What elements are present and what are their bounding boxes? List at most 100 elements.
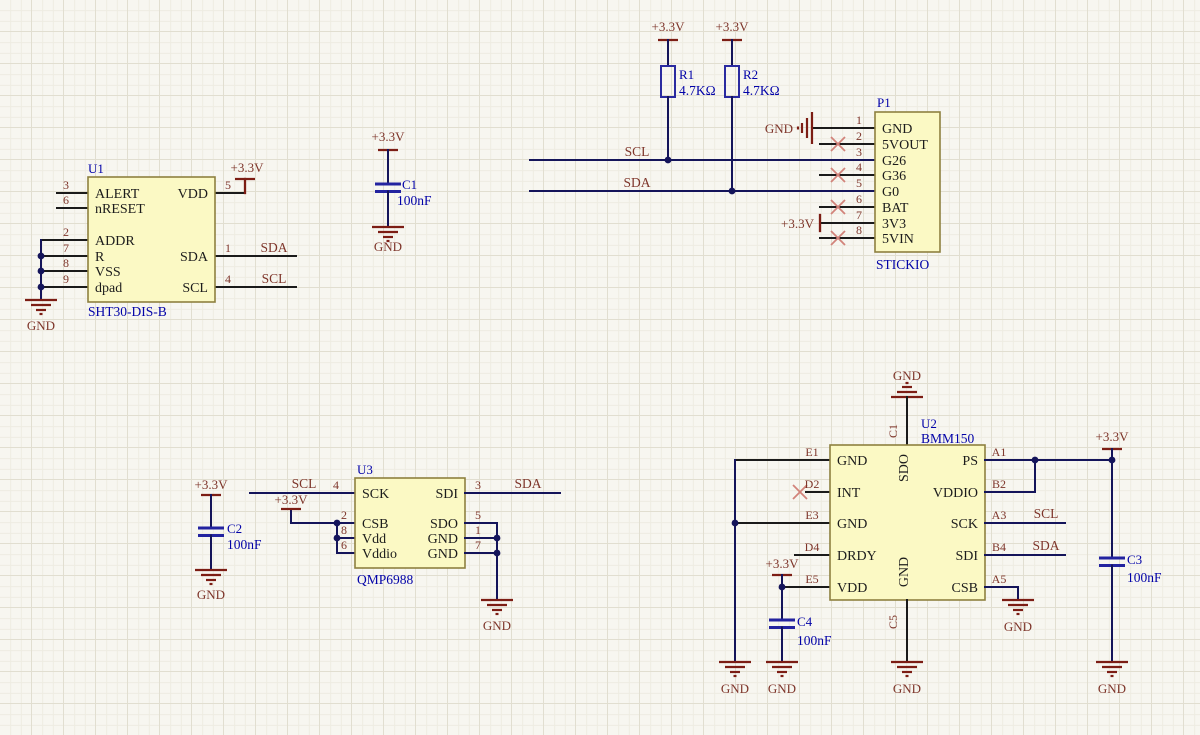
c1-value: 100nF <box>397 193 432 208</box>
junction-dot <box>493 534 501 542</box>
u2-pinA1-name: PS <box>962 454 978 469</box>
u2-pinC5-number: C5 <box>886 615 900 629</box>
component-u3[interactable]: +3.3V SCL U3 QMP6988 4 2 8 6 SCK CSB Vdd… <box>249 462 561 633</box>
u2-part-name: BMM150 <box>921 431 975 446</box>
u1-pin1-name: SDA <box>180 250 209 265</box>
net-label-sda-u2[interactable]: SDA <box>1032 538 1059 553</box>
u3-pin8-name: Vdd <box>362 532 386 547</box>
p1-pin8-name: 5VIN <box>882 232 914 247</box>
u3-pin3-name: SDI <box>435 487 458 502</box>
component-p1[interactable]: P1 STICKIO 1 2 3 4 5 6 7 8 GND 5VOUT G26… <box>813 95 941 272</box>
component-u1[interactable]: U1 SHT30-DIS-B 3 6 2 7 8 9 ALERT nRESET … <box>40 161 297 319</box>
p1-refdes: P1 <box>877 95 891 110</box>
net-label-scl-bus[interactable]: SCL <box>625 144 650 159</box>
c2-value: 100nF <box>227 537 262 552</box>
u1-pin3-number: 3 <box>63 178 69 192</box>
u2-pinC1-name: SDO <box>897 454 912 482</box>
net-label-scl-u3[interactable]: SCL <box>292 476 317 491</box>
component-u2[interactable]: GND C1 GND U2 BMM150 SDO GND GND INT GND… <box>717 368 1116 696</box>
gnd-label: GND <box>483 618 511 633</box>
p1-body[interactable] <box>874 111 941 253</box>
u3-refdes: U3 <box>357 462 373 477</box>
u2-pinC1-number: C1 <box>886 424 900 438</box>
c3-refdes: C3 <box>1127 552 1142 567</box>
component-r2[interactable]: +3.3V R2 4.7KΩ <box>716 19 780 195</box>
component-c2[interactable]: +3.3V C2 100nF GND <box>193 477 262 602</box>
gnd-label: GND <box>893 368 921 383</box>
junction-dot <box>1031 456 1039 464</box>
power-3v3-u1[interactable]: +3.3V <box>231 160 265 195</box>
power-3v3-p1-pin7[interactable]: +3.3V <box>781 213 822 233</box>
u1-pin2-name: ADDR <box>95 234 135 249</box>
gnd-label: GND <box>765 121 793 136</box>
r2-value: 4.7KΩ <box>743 83 780 98</box>
junction-dot <box>37 267 45 275</box>
power-3v3-label: +3.3V <box>231 160 265 175</box>
u2-pinE1-name: GND <box>837 454 867 469</box>
junction-dot <box>333 519 341 527</box>
u3-pin6-number: 6 <box>341 538 347 552</box>
net-label-scl-u1[interactable]: SCL <box>262 271 287 286</box>
u2-pinD2-number: D2 <box>805 477 820 491</box>
u2-pinB4-name: SDI <box>955 549 978 564</box>
u1-refdes: U1 <box>88 161 104 176</box>
gnd-label: GND <box>374 239 402 254</box>
power-3v3-label: +3.3V <box>652 19 686 34</box>
u3-pin7-name: GND <box>428 547 458 562</box>
u1-pin4-name: SCL <box>182 281 208 296</box>
u2-pinD2-name: INT <box>837 486 861 501</box>
u1-pin6-name: nRESET <box>95 202 145 217</box>
power-3v3-label: +3.3V <box>716 19 750 34</box>
u1-pin7-number: 7 <box>63 241 69 255</box>
u2-pinB2-number: B2 <box>992 477 1006 491</box>
u2-pinE1-number: E1 <box>805 445 818 459</box>
u2-pinE3-name: GND <box>837 517 867 532</box>
component-c1[interactable]: +3.3V C1 100nF GND <box>370 129 432 254</box>
gnd-label: GND <box>27 318 55 333</box>
p1-pin3-name: G26 <box>882 154 906 169</box>
p1-pin1-number: 1 <box>856 113 862 127</box>
junction-dot <box>333 534 341 542</box>
power-3v3-label: +3.3V <box>1096 429 1130 444</box>
p1-pin3-number: 3 <box>856 145 862 159</box>
u1-pin1-number: 1 <box>225 241 231 255</box>
gnd-p1-pin1[interactable]: GND <box>765 110 814 146</box>
p1-pin4-number: 4 <box>856 160 862 174</box>
net-label-sda-u3[interactable]: SDA <box>514 476 541 491</box>
c4-value: 100nF <box>797 633 832 648</box>
component-c3[interactable]: +3.3V C3 100nF GND <box>1094 429 1162 696</box>
power-3v3-label: +3.3V <box>195 477 229 492</box>
component-r1[interactable]: +3.3V R1 4.7KΩ <box>652 19 716 164</box>
junction-dot <box>493 549 501 557</box>
u1-pin2-number: 2 <box>63 225 69 239</box>
power-3v3-label: +3.3V <box>766 556 800 571</box>
net-label-sda-bus[interactable]: SDA <box>623 175 650 190</box>
c2-refdes: C2 <box>227 521 242 536</box>
u2-pinE3-number: E3 <box>805 508 818 522</box>
u2-pinB4-number: B4 <box>992 540 1006 554</box>
u1-pin4-number: 4 <box>225 272 231 286</box>
gnd-label: GND <box>721 681 749 696</box>
u2-pinD4-number: D4 <box>805 540 820 554</box>
u1-body[interactable] <box>87 176 216 303</box>
u2-pinB2-name: VDDIO <box>933 486 978 501</box>
u3-body[interactable] <box>354 477 466 569</box>
u1-pin9-name: dpad <box>95 281 122 296</box>
net-label-scl-u2[interactable]: SCL <box>1034 506 1059 521</box>
p1-pin7-number: 7 <box>856 208 862 222</box>
p1-pin6-name: BAT <box>882 201 909 216</box>
net-label-sda-u1[interactable]: SDA <box>260 240 287 255</box>
power-3v3-label: +3.3V <box>275 492 309 507</box>
u2-pinA5-number: A5 <box>992 572 1007 586</box>
p1-part-name: STICKIO <box>876 257 929 272</box>
gnd-label: GND <box>197 587 225 602</box>
u2-pinE5-number: E5 <box>805 572 818 586</box>
junction-dot <box>778 583 786 591</box>
u2-pinA1-number: A1 <box>992 445 1007 459</box>
u3-pin1-number: 1 <box>475 523 481 537</box>
p1-pin5-number: 5 <box>856 176 862 190</box>
gnd-u1[interactable]: GND <box>23 239 59 333</box>
p1-pin2-number: 2 <box>856 129 862 143</box>
